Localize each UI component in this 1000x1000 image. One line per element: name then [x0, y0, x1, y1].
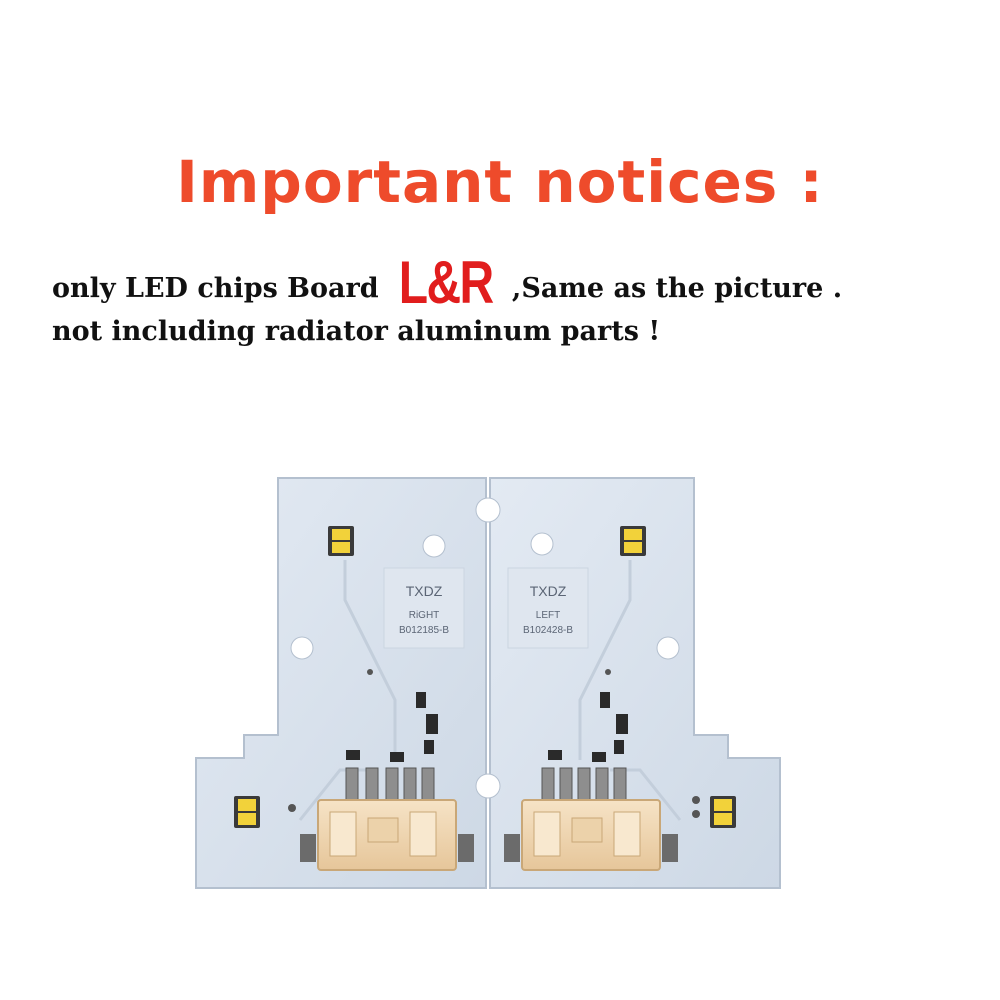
- board-right: TXDZ RiGHT B012185-B: [195, 477, 487, 889]
- notice-line-1: only LED chips Board L&R ,Same as the pict…: [52, 248, 992, 317]
- notice-line-2: not including radiator aluminum parts !: [52, 316, 661, 347]
- mount-hole: [475, 773, 501, 799]
- led-chip: [234, 796, 260, 828]
- connector-pins: [345, 767, 435, 805]
- board-left: TXDZ LEFT B102428-B: [489, 477, 781, 889]
- notice-line-1-after: ,Same as the picture .: [511, 273, 843, 304]
- board-left-brand: TXDZ: [530, 583, 567, 599]
- notice-line-1-before: only LED chips Board: [52, 273, 379, 304]
- led-chip: [328, 526, 354, 556]
- board-right-part: B012185-B: [399, 625, 449, 636]
- led-chip: [620, 526, 646, 556]
- lr-highlight: L&R: [398, 249, 493, 316]
- connector-pins: [541, 767, 627, 805]
- board-left-side: LEFT: [536, 610, 560, 621]
- board-right-side: RiGHT: [409, 610, 440, 621]
- mount-hole: [475, 497, 501, 523]
- connector: [300, 799, 474, 871]
- led-chip: [710, 796, 736, 828]
- connector: [504, 799, 678, 871]
- board-left-part: B102428-B: [523, 625, 573, 636]
- notice-title: Important notices :: [176, 148, 824, 216]
- board-right-brand: TXDZ: [406, 583, 443, 599]
